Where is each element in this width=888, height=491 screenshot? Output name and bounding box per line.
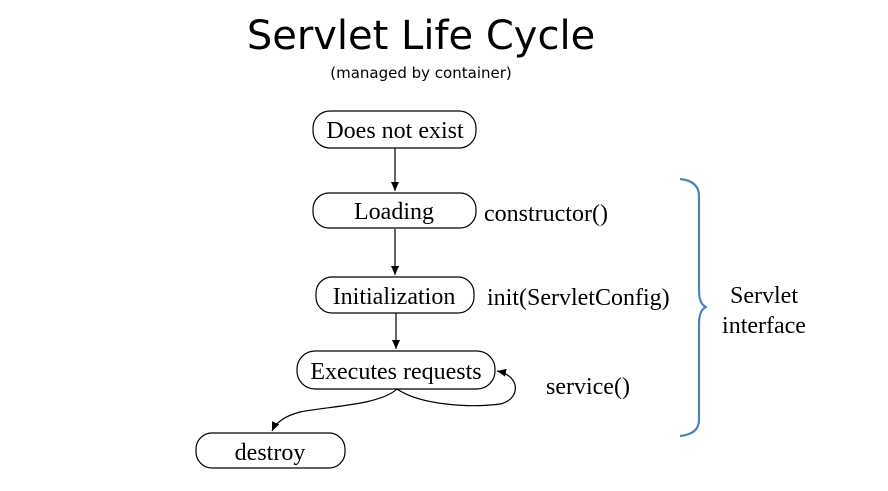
node-label-does-not-exist: Does not exist: [326, 118, 464, 144]
node-initialization: Initialization: [315, 276, 475, 314]
diagram-subtitle: (managed by container): [330, 64, 512, 82]
diagram-title: Servlet Life Cycle: [247, 13, 595, 59]
edge-executes-self-loop: [396, 368, 516, 407]
interface-label-line2: interface: [722, 313, 806, 339]
method-constructor: constructor(): [484, 201, 608, 227]
node-destroy: destroy: [195, 432, 346, 469]
servlet-interface-brace: [679, 177, 708, 438]
interface-label-line1: Servlet: [730, 283, 798, 309]
method-service: service(): [546, 374, 630, 400]
node-label-destroy: destroy: [235, 440, 306, 466]
node-loading: Loading: [312, 192, 477, 229]
node-executes-requests: Executes requests: [296, 350, 496, 390]
node-label-loading: Loading: [354, 199, 434, 225]
node-label-executes-requests: Executes requests: [310, 359, 481, 385]
method-init: init(ServletConfig): [487, 285, 670, 311]
node-does-not-exist: Does not exist: [312, 110, 477, 149]
edge-executes-to-destroy: [271, 388, 398, 432]
node-label-initialization: Initialization: [333, 284, 456, 310]
